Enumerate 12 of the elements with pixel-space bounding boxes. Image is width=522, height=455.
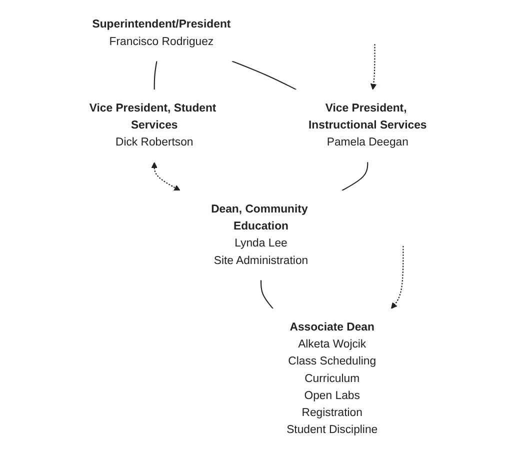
connector <box>154 61 158 90</box>
connector <box>232 60 296 90</box>
node-text: Vice President, Instructional Services Pamela Deegan <box>308 102 427 149</box>
node-text: Associate Dean Alketa Wojcik Class Scheduling Curriculum Open Labs Registration Student Discipline <box>286 321 378 436</box>
node-text: Superintendent/President Francisco Rodriguez <box>92 18 231 48</box>
arrow <box>151 162 180 191</box>
connector <box>342 162 368 191</box>
node-text: Vice President, Student Services Dick Robertson <box>89 102 216 149</box>
node-text: Dean, Community Education Lynda Lee Site Administration <box>211 203 308 267</box>
arrow <box>390 246 404 309</box>
arrow <box>370 44 377 90</box>
connector <box>260 280 274 309</box>
